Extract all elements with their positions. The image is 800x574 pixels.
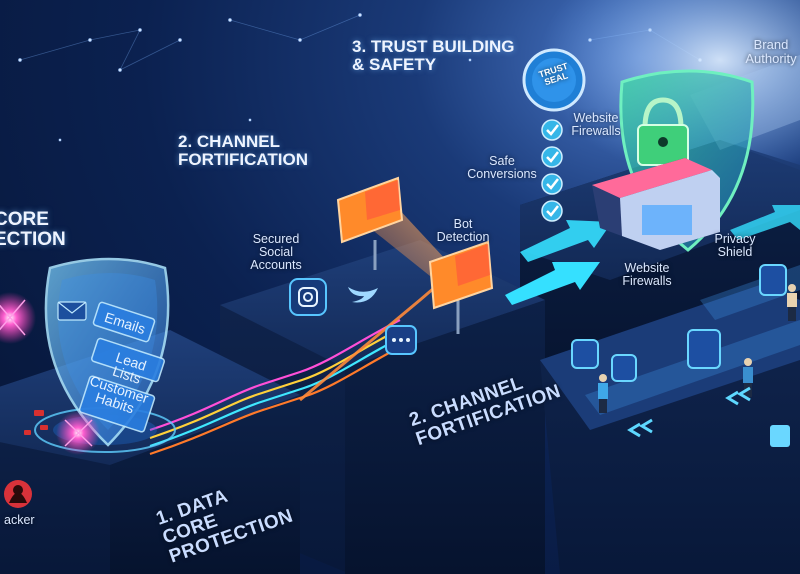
store-icon	[592, 158, 720, 250]
sign-icon	[770, 425, 790, 447]
shirt-product-icon	[687, 329, 721, 369]
twitter-icon	[348, 287, 378, 303]
billboard-lower	[428, 240, 494, 334]
checklist-icons	[541, 119, 563, 222]
instagram-icon	[289, 278, 327, 316]
label-hacker-partial: acker	[4, 513, 35, 527]
email-icon	[57, 301, 87, 321]
twitter-tile-icon	[611, 354, 637, 382]
heading-trust-building: 3. TRUST BUILDING& SAFETY	[352, 37, 515, 74]
trust-seal-icon	[522, 48, 586, 112]
billboard-upper	[336, 176, 404, 270]
cart-icon	[759, 264, 787, 296]
facebook-icon	[571, 339, 599, 369]
